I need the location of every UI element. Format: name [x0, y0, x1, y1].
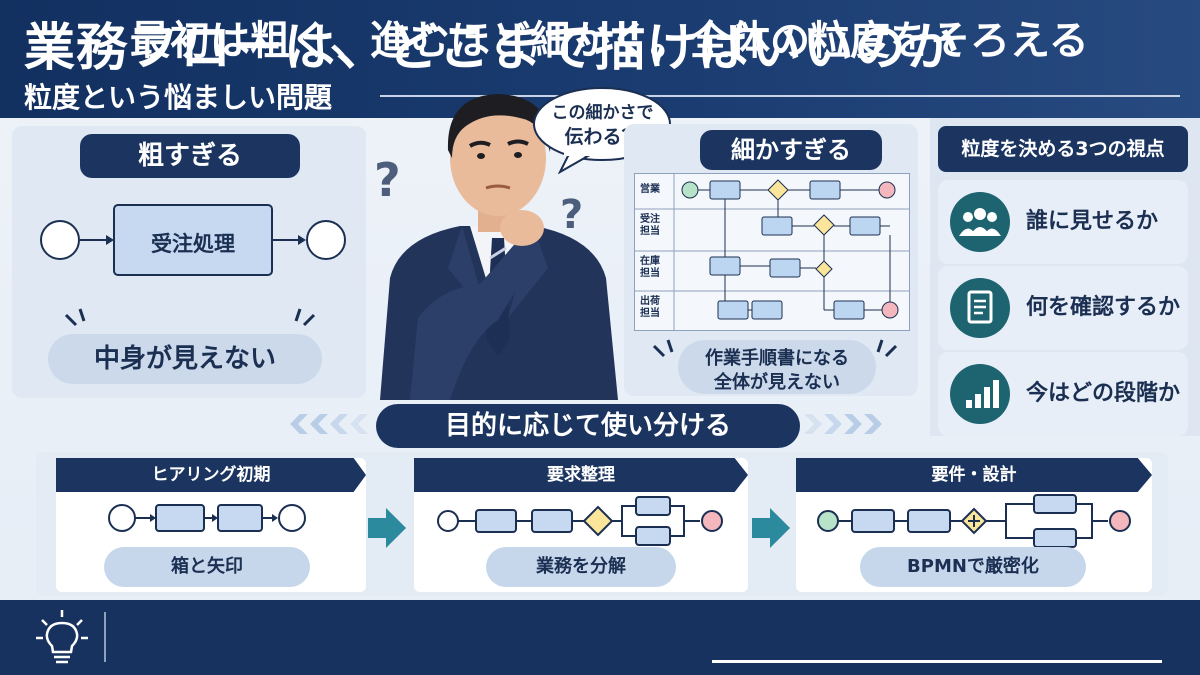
- bar-chart-icon: [950, 364, 1010, 424]
- lightbulb-icon: [36, 610, 88, 664]
- lane-label-shipping: 出荷担当: [640, 296, 660, 319]
- lane-label-sales: 営業: [640, 184, 660, 195]
- viewpoint-label-purpose: 何を確認するか: [1026, 295, 1181, 320]
- viewpoint-label-audience: 誰に見せるか: [1026, 209, 1159, 234]
- chevron-left-decoration: [290, 414, 368, 434]
- stage-diagram-design: [817, 494, 1131, 548]
- end-event: [306, 220, 346, 260]
- fine-caption-pill: [678, 340, 876, 394]
- fine-caption-line1: 作業手順書になる: [705, 348, 849, 369]
- fine-heading: 細かすぎる: [700, 130, 882, 170]
- document-icon: [950, 278, 1010, 338]
- stage-diagram-hearing: [108, 504, 306, 532]
- viewpoint-card-purpose: 何を確認するか: [938, 266, 1188, 350]
- purpose-banner: 目的に応じて使い分ける: [376, 404, 800, 448]
- stage-diagram-requirements: [437, 496, 723, 546]
- start-event: [40, 220, 80, 260]
- page-title: 業務フローは、どこまで描けばいいのか: [24, 19, 959, 78]
- stage-caption-hearing: 箱と矢印: [104, 547, 310, 587]
- viewpoints-heading: 粒度を決める3つの視点: [938, 126, 1188, 172]
- people-icon: [950, 192, 1010, 252]
- footer-message-part1: 最初は粗く、進むほど細かく。: [130, 18, 690, 64]
- fine-caption-line2: 全体が見えない: [714, 372, 840, 393]
- coarse-caption: 中身が見えない: [48, 334, 322, 384]
- viewpoint-card-audience: 誰に見せるか: [938, 180, 1188, 264]
- emphasis-marks-icon: [652, 339, 898, 358]
- footer-banner: [0, 600, 1200, 675]
- coarse-heading: 粗すぎる: [80, 134, 300, 178]
- task-box-label: 受注処理: [151, 232, 235, 256]
- emphasis-marks-icon: [64, 308, 316, 327]
- lane-label-order: 受注担当: [640, 214, 660, 237]
- lane-label-inventory: 在庫担当: [640, 256, 660, 279]
- page-subtitle: 粒度という悩ましい問題: [24, 81, 333, 114]
- speech-bubble-line1: この細かさで: [551, 103, 654, 123]
- arrow-right-icon: [752, 508, 790, 548]
- subtitle-rule: [380, 95, 1180, 97]
- footer-divider: [104, 612, 106, 662]
- stage-heading-hearing: ヒアリング初期: [56, 458, 366, 492]
- question-mark-icon: ?: [560, 192, 583, 238]
- arrow-head: [298, 235, 306, 245]
- footer-message: 最初は粗く、進むほど細かく。全体の粒度をそろえる: [130, 8, 1089, 66]
- viewpoint-label-phase: 今はどの段階か: [1026, 381, 1181, 406]
- question-mark-icon: ?: [374, 153, 401, 207]
- footer-message-part2: 全体の粒度をそろえる: [690, 18, 1089, 64]
- chevron-right-decoration: [804, 414, 882, 434]
- swimlane-diagram: [634, 173, 910, 331]
- stage-heading-design: 要件・設計: [796, 458, 1152, 492]
- stage-caption-requirements: 業務を分解: [486, 547, 676, 587]
- arrow-head: [106, 235, 114, 245]
- stage-caption-design: BPMNで厳密化: [860, 547, 1086, 587]
- footer-underline: [712, 660, 1162, 663]
- arrow-right-icon: [368, 508, 406, 548]
- thinking-businessman-illustration: ? ?: [374, 94, 618, 400]
- viewpoint-card-phase: 今はどの段階か: [938, 352, 1188, 436]
- stage-heading-requirements: 要求整理: [414, 458, 748, 492]
- speech-bubble-line2: 伝わる？: [564, 126, 641, 148]
- coarse-flow-diagram: [40, 204, 346, 276]
